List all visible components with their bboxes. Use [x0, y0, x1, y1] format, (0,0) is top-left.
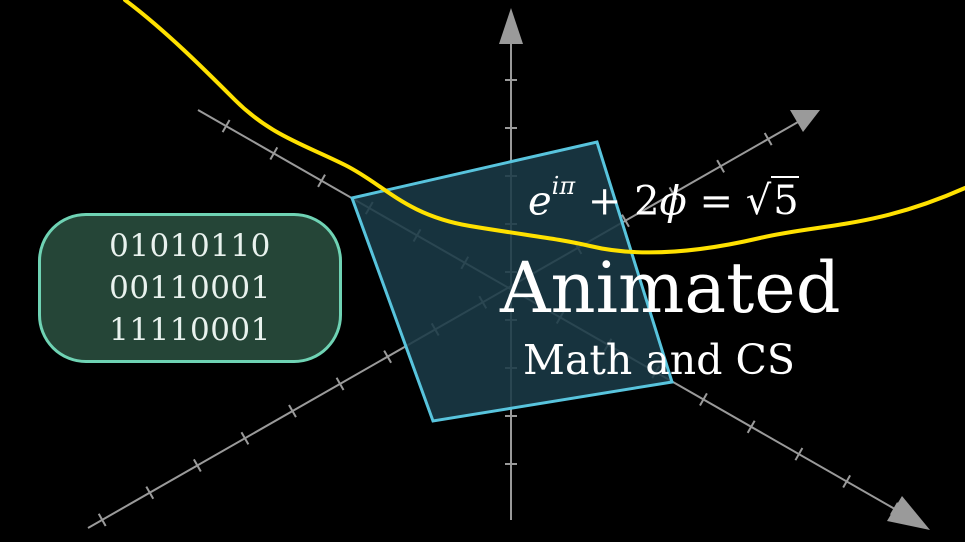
diagonal-axis-down-tick — [890, 502, 899, 516]
formula-phi: ϕ — [659, 178, 687, 225]
diagonal-axis-up-tick — [621, 214, 630, 228]
euler-formula: eiπ + 2ϕ = √5 — [528, 172, 799, 225]
diagonal-axis-down-tick — [794, 447, 804, 461]
binary-box: 01010110 00110001 11110001 — [38, 213, 342, 363]
diagonal-axis-down-tick — [317, 174, 326, 188]
formula-radical-sign: √ — [745, 178, 772, 225]
diagonal-axis-down-tick — [699, 392, 708, 407]
diagonal-axis-up-tick — [668, 186, 678, 201]
diagonal-axis-up-tick — [288, 404, 297, 418]
tilted-plane — [350, 140, 674, 423]
diagonal-axis-up-tick — [192, 458, 202, 473]
diagonal-axis-down-arrowhead — [887, 496, 930, 530]
diagonal-axis-up-tick — [145, 486, 155, 500]
diagonal-axis-up-arrowhead — [790, 110, 820, 132]
diagonal-axis-up-tick — [335, 377, 345, 391]
title-sub: Math and CS — [523, 336, 795, 384]
diagonal-axis-up-tick — [383, 350, 392, 364]
binary-line-2: 00110001 — [109, 270, 271, 306]
diagonal-axis-up-tick — [97, 513, 107, 527]
diagonal-axis-down-tick — [746, 420, 756, 434]
formula-radicand: 5 — [771, 176, 799, 225]
binary-line-3: 11110001 — [109, 312, 271, 348]
formula-plus: + — [587, 178, 622, 225]
diagonal-axis-down-tick — [221, 119, 231, 133]
diagonal-axis-up-tick — [240, 431, 250, 445]
binary-line-1: 01010110 — [109, 228, 271, 264]
vertical-axis-arrowhead — [499, 8, 523, 44]
diagonal-axis-down-tick — [269, 146, 279, 160]
diagonal-axis-up-tick — [763, 132, 773, 146]
formula-exponent: iπ — [551, 172, 576, 200]
yellow-curve — [123, 0, 965, 255]
diagonal-axis-down-tick — [842, 474, 851, 489]
formula-coefficient: 2 — [634, 178, 660, 225]
formula-base: e — [528, 178, 552, 225]
formula-radical: √5 — [745, 176, 799, 225]
formula-equals: = — [699, 178, 734, 225]
diagonal-axis-up-tick — [716, 159, 725, 173]
title-main: Animated — [500, 247, 841, 329]
